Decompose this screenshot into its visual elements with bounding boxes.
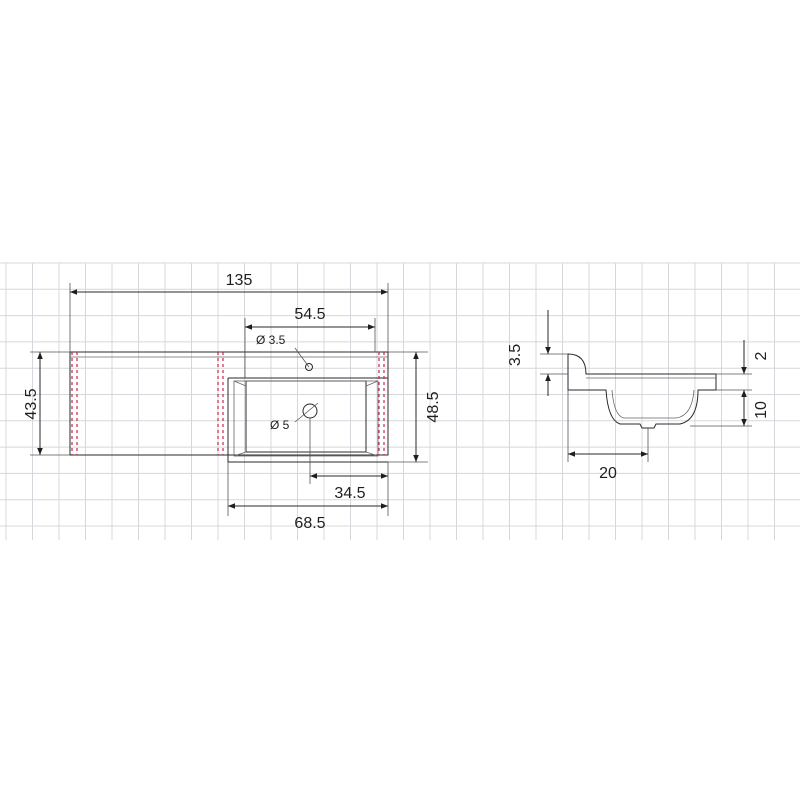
dim-basin-width: 68.5 [294, 515, 325, 532]
bowl-chamfer-br [365, 451, 379, 457]
drain-hole [302, 403, 318, 419]
tap-hole-label: Ø 3.5 [256, 333, 286, 347]
bowl-chamfer-bl [233, 451, 247, 457]
bowl-rim-outline [233, 380, 379, 457]
dim-side-drain-offset: 20 [599, 465, 617, 482]
dim-top-thickness: 2 [753, 351, 770, 360]
tap-hole [305, 363, 313, 371]
bowl-chamfer-tl [233, 380, 247, 387]
top-view: 135 54.5 Ø 3.5 Ø 5 43.5 48.5 34.5 68.5 [23, 272, 442, 532]
dim-basin-offset: 54.5 [294, 306, 325, 323]
background-grid [0, 262, 800, 540]
dim-backsplash-height: 3.5 [507, 344, 524, 366]
side-bowl-inner [611, 389, 695, 419]
dim-depth-right: 48.5 [425, 391, 442, 422]
side-view: 3.5 2 10 20 [507, 310, 770, 482]
countertop-outline [69, 351, 389, 456]
basin-outer-outline [227, 377, 389, 463]
dim-depth-left: 43.5 [23, 388, 40, 419]
bowl-chamfer-tr [365, 380, 379, 387]
tap-hole-leader [294, 347, 310, 368]
side-profile-outline [567, 353, 717, 429]
dim-total-width: 135 [226, 272, 253, 289]
dim-bowl-depth: 10 [753, 401, 770, 419]
dim-drain-offset: 34.5 [334, 485, 365, 502]
drain-hole-leader [294, 402, 319, 423]
drain-hole-label: Ø 5 [270, 418, 290, 432]
